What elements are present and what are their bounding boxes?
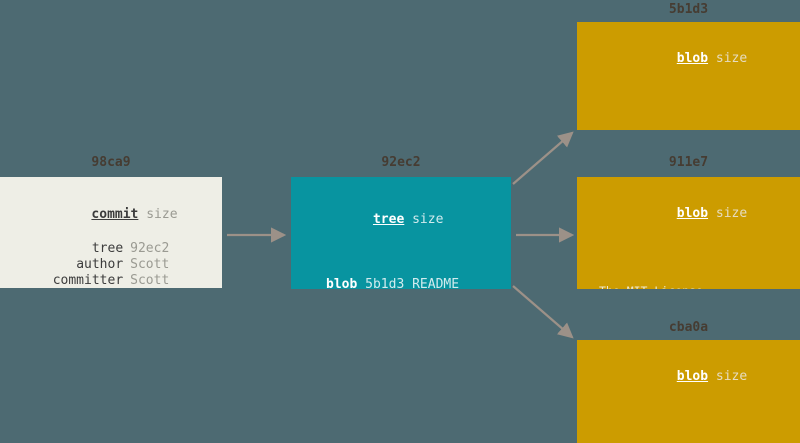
blob-node-911e7[interactable]: blob size The MIT License Copyright (c) … (577, 177, 800, 289)
blob-type-label: blob (676, 206, 709, 221)
commit-field-value: 92ec2 (130, 241, 170, 256)
blob-node-5b1d3[interactable]: blob size == Testing library This librar… (577, 22, 800, 130)
tree-header: tree size (291, 194, 511, 245)
commit-fields: tree 92ec2 author Scott committer Scott (53, 241, 170, 288)
tree-type-label: tree (372, 212, 405, 227)
tree-node-title: 92ec2 (381, 155, 421, 170)
blob-content-line: The MIT License (599, 284, 800, 289)
blob-content: require 'logger' require 'test/unit' cla… (577, 419, 800, 443)
commit-field-key: tree (91, 241, 124, 256)
tree-node[interactable]: tree size blob 5b1d3 README blob 911e7 L… (291, 177, 511, 289)
tree-entry-name: README (412, 277, 460, 289)
blob-size-label: size (715, 51, 748, 66)
blob-node-title-cba0a: cba0a (668, 320, 709, 335)
blob-content: The MIT License Copyright (c) 2008 Scott… (577, 256, 800, 289)
blob-size-label: size (715, 206, 748, 221)
blob-header: blob size (577, 33, 800, 84)
commit-field-row: committer Scott (53, 273, 170, 288)
commit-field-key: author (76, 257, 124, 272)
blob-type-label: blob (676, 369, 709, 384)
blob-header: blob size (577, 188, 800, 239)
commit-field-value: Scott (130, 257, 170, 272)
blob-size-label: size (715, 369, 748, 384)
commit-field-row: tree 92ec2 (53, 241, 170, 257)
commit-field-row: author Scott (53, 257, 170, 273)
blob-content: == Testing library This library is used … (577, 101, 800, 130)
blob-content-line: == Testing library (599, 129, 800, 130)
commit-node-title: 98ca9 (91, 155, 131, 170)
commit-node[interactable]: commit size tree 92ec2 author Scott comm… (0, 177, 222, 288)
commit-field-key: committer (52, 273, 124, 288)
blob-node-title-5b1d3: 5b1d3 (668, 2, 709, 17)
commit-size-label: size (146, 207, 178, 222)
tree-entry-type: blob (326, 277, 358, 289)
commit-type-label: commit (91, 207, 139, 222)
tree-entry-row: blob 5b1d3 README (326, 277, 511, 289)
tree-size-label: size (412, 212, 444, 227)
blob-type-label: blob (676, 51, 709, 66)
blob-header: blob size (577, 351, 800, 402)
blob-node-cba0a[interactable]: blob size require 'logger' require 'test… (577, 340, 800, 443)
commit-header: commit size (0, 189, 222, 240)
edge-tree-to-blob-5b1d3 (512, 131, 574, 185)
blob-node-title-911e7: 911e7 (668, 155, 709, 170)
tree-entries: blob 5b1d3 README blob 911e7 LICENSE blo… (291, 245, 511, 289)
commit-field-value: Scott (130, 273, 170, 288)
tree-entry-hash: 5b1d3 (365, 277, 405, 289)
edge-tree-to-blob-cba0a (512, 285, 574, 339)
